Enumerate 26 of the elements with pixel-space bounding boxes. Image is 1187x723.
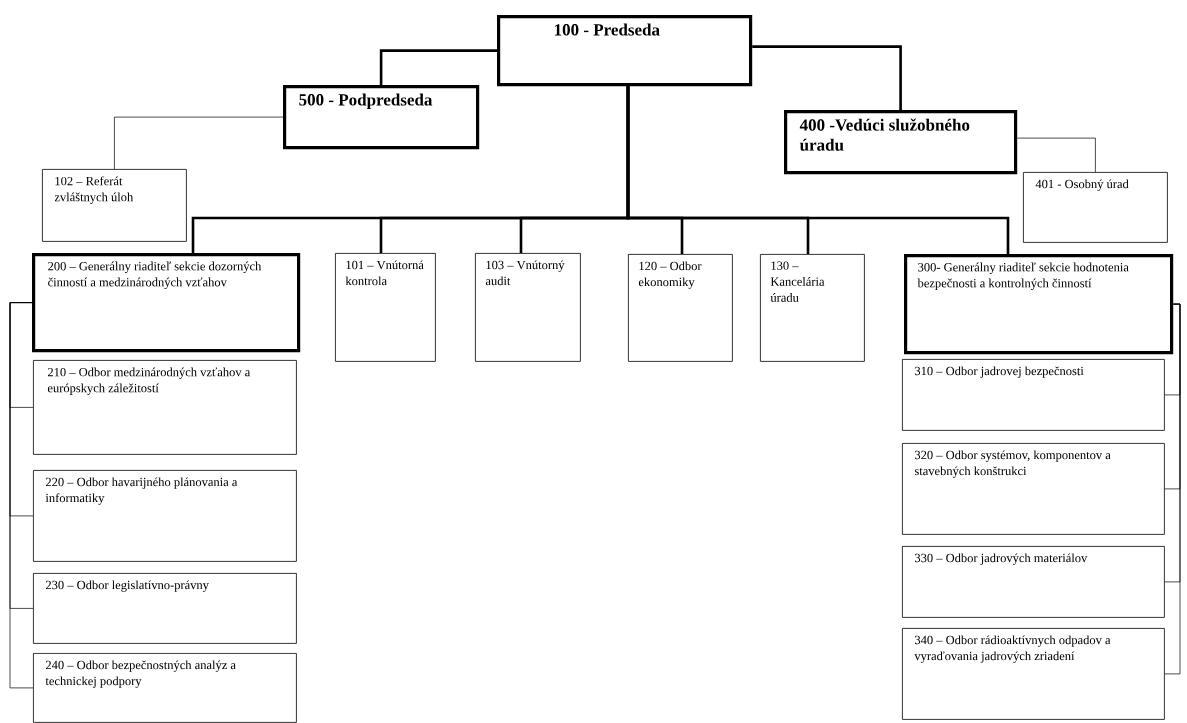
unit-box: 210 – Odbor medzinárodných vzťahov a európskych záležitostí [33, 360, 297, 455]
connector-line [379, 49, 497, 85]
unit-box: 240 – Odbor bezpečnostných analýz a technickej podpory [33, 653, 297, 723]
unit-box: 102 – Referát zvláštnych úloh [42, 169, 187, 242]
connector-line [1016, 137, 1096, 173]
unit-box: 103 – Vnútorný audit [475, 253, 581, 362]
unit-box: 320 – Odbor systémov, komponentov a stavebných konštrukci [902, 443, 1165, 535]
unit-box: 200 – Generálny riaditeľ sekcie dozorných činností a medzinárodných vzťahov [32, 253, 301, 353]
connector-line [114, 116, 284, 170]
unit-box: 101 – Vnútorná kontrola [335, 253, 436, 362]
unit-box: 220 – Odbor havarijného plánovania a informatiky [33, 470, 297, 562]
unit-box: 340 – Odbor rádioaktívnych odpadov a vyraďovania jadrových zriadení [902, 628, 1165, 720]
unit-box: 230 – Odbor legislatívno-právny [33, 573, 297, 644]
connector-line [9, 302, 34, 689]
unit-box: 300- Generálny riaditeľ sekcie hodnotenia bezpečnosti a kontrolných činností [904, 254, 1174, 355]
connector-line [626, 86, 1010, 254]
unit-box: 120 – Odbor ekonomiky [628, 254, 733, 362]
unit-box: 401 - Osobný úrad [1023, 172, 1168, 243]
title-box: 100 - Predseda [497, 15, 753, 87]
unit-box: 130 – Kancelária úradu [760, 254, 865, 362]
title-box: 400 -Vedúci služobného úradu [784, 110, 1018, 175]
connector-line [1164, 303, 1181, 675]
title-box: 500 - Podpredseda [283, 85, 480, 150]
unit-box: 310 – Odbor jadrovej bezpečnosti [902, 359, 1165, 431]
connector-line [752, 45, 902, 110]
unit-box: 330 – Odbor jadrových materiálov [902, 546, 1165, 618]
